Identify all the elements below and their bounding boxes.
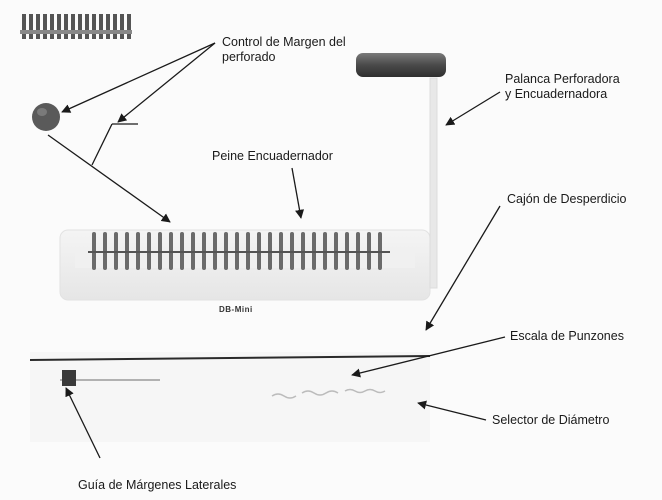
side-margin-guide-block: [62, 370, 76, 386]
label-lever-line2: y Encuadernadora: [505, 87, 608, 101]
label-punch-scale: Escala de Punzones: [510, 329, 624, 343]
label-comb: Peine Encuadernador: [212, 149, 333, 163]
label-lever: Palanca Perforadora y Encuadernadora: [505, 72, 620, 102]
label-side-margin-guide: Guía de Márgenes Laterales: [78, 478, 237, 492]
label-margin-control-line2: perforado: [222, 50, 276, 64]
arrow-side-margin-guide: [65, 387, 101, 459]
label-waste-drawer: Cajón de Desperdicio: [507, 192, 627, 206]
label-lever-line1: Palanca Perforadora: [505, 72, 620, 86]
arrow-slot-branch-a: [91, 123, 113, 166]
arrow-waste-drawer: [425, 205, 501, 331]
label-diameter-selector: Selector de Diámetro: [492, 413, 610, 427]
arrow-punch-scale: [351, 336, 506, 378]
arrow-comb: [291, 167, 305, 219]
arrow-lever: [445, 91, 501, 126]
round-knob-icon: [32, 103, 60, 131]
arrow-margin-to-slot: [117, 42, 216, 123]
arrow-diameter-selector: [417, 400, 487, 421]
arrow-knob-to-comb: [47, 134, 171, 223]
label-margin-control-line1: Control de Margen del: [222, 35, 346, 49]
diameter-selector-marks: [271, 388, 386, 399]
callout-arrows: [47, 42, 506, 459]
lever-handle-icon: [356, 53, 446, 289]
model-text: DB-Mini: [219, 305, 253, 314]
comb-strip-icon: [20, 14, 132, 39]
arrow-margin-to-knob: [61, 42, 216, 113]
label-margin-control: Control de Margen del perforado: [222, 35, 346, 65]
